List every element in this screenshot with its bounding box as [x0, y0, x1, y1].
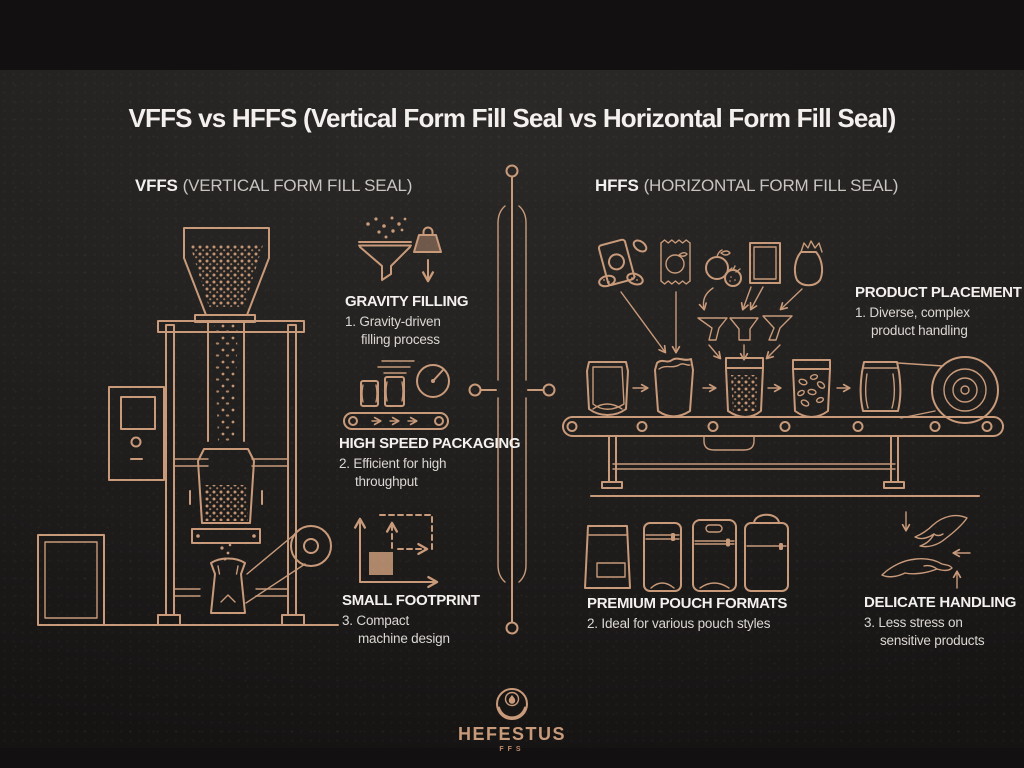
vffs-section-heading: VFFS(VERTICAL FORM FILL SEAL)	[135, 176, 412, 196]
vffs-expansion: (VERTICAL FORM FILL SEAL)	[182, 176, 413, 195]
footprint-axes-icon	[353, 514, 439, 589]
hffs-line-illustration	[562, 238, 1004, 497]
conveyor-speedometer-icon	[343, 360, 450, 430]
vffs-machine-illustration	[37, 227, 339, 626]
funnel-weight-icon	[358, 216, 442, 283]
hffs-name: HFFS	[595, 176, 639, 195]
pouch-formats-icon	[584, 513, 789, 592]
feature-desc-gravity-filling: 1. Gravity-driven filling process	[345, 314, 441, 347]
infographic-panel: VFFS vs HFFS (Vertical Form Fill Seal vs…	[0, 70, 1024, 753]
ornamental-divider	[468, 164, 556, 635]
feature-title-gravity-filling: GRAVITY FILLING	[345, 293, 469, 310]
page-title: VFFS vs HFFS (Vertical Form Fill Seal vs…	[128, 103, 896, 133]
feature-desc-small-footprint: 3. Compact machine design	[342, 613, 450, 646]
feature-desc-delicate-handling: 3. Less stress on sensitive products	[864, 615, 985, 648]
feature-title-delicate-handling: DELICATE HANDLING	[864, 594, 1017, 611]
hffs-expansion: (HORIZONTAL FORM FILL SEAL)	[643, 176, 899, 195]
feature-title-premium-pouch: PREMIUM POUCH FORMATS	[587, 595, 788, 612]
brand-name: HEFESTUS	[457, 724, 566, 744]
feature-title-product-placement: PRODUCT PLACEMENT	[855, 284, 1022, 301]
feature-desc-premium-pouch: 2. Ideal for various pouch styles	[587, 616, 771, 631]
feature-title-high-speed: HIGH SPEED PACKAGING	[339, 435, 521, 452]
feature-desc-high-speed: 2. Efficient for high throughput	[339, 456, 447, 489]
vffs-name: VFFS	[135, 176, 178, 195]
hffs-section-heading: HFFS(HORIZONTAL FORM FILL SEAL)	[595, 176, 898, 196]
feature-title-small-footprint: SMALL FOOTPRINT	[342, 592, 480, 609]
droplet-emblem-icon	[496, 688, 528, 720]
feature-desc-product-placement: 1. Diverse, complex product handling	[855, 305, 970, 338]
gentle-hands-icon	[881, 511, 971, 589]
brand-subtitle: FFS	[499, 746, 525, 753]
